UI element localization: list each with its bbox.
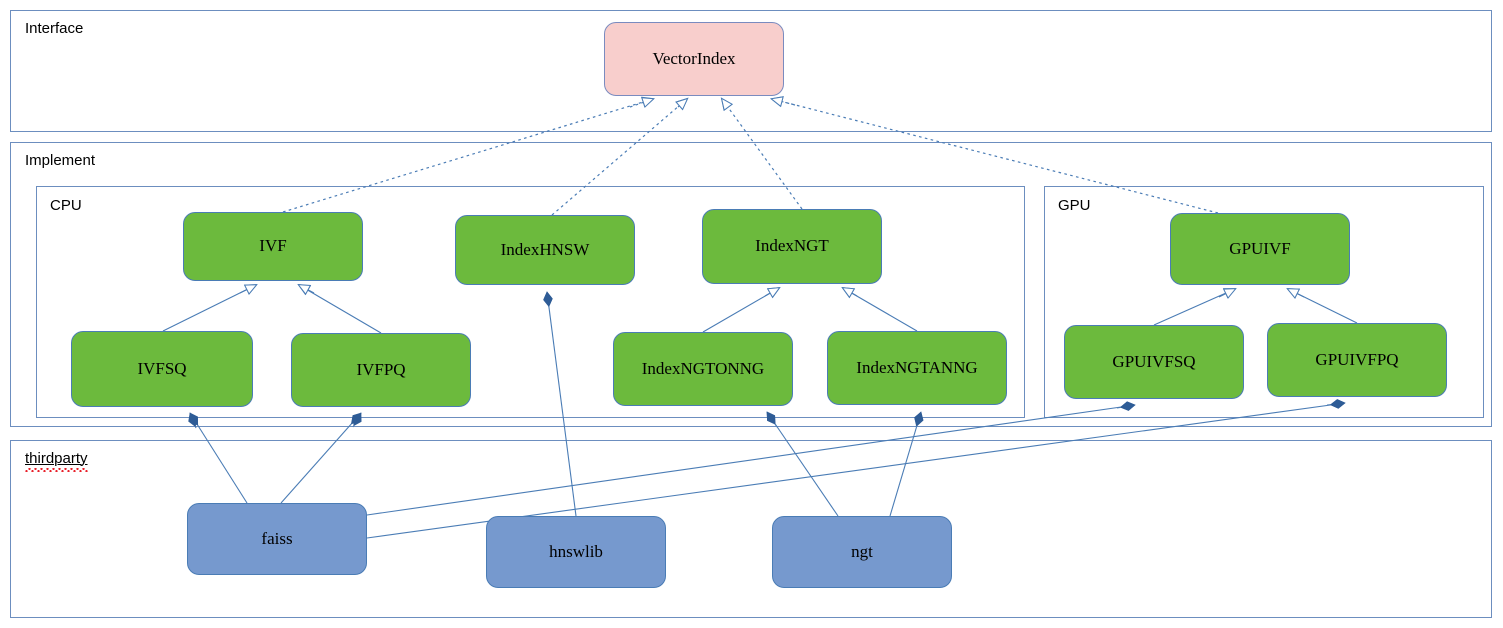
node-vectorindex[interactable]: VectorIndex <box>604 22 784 96</box>
node-label-ivfpq: IVFPQ <box>356 359 406 379</box>
node-label-hnswlib: hnswlib <box>549 541 603 561</box>
node-label-ivfsq: IVFSQ <box>137 358 187 378</box>
node-gpuivfsq[interactable]: GPUIVFSQ <box>1064 325 1244 399</box>
node-label-gpuivf: GPUIVF <box>1229 238 1291 258</box>
node-label-indexngtonng: IndexNGTONNG <box>641 358 765 378</box>
group-label-gpu: GPU <box>1058 197 1091 214</box>
node-hnswlib[interactable]: hnswlib <box>486 516 666 588</box>
node-label-ivf: IVF <box>259 236 287 256</box>
node-gpuivfpq[interactable]: GPUIVFPQ <box>1267 323 1447 397</box>
node-indexngtanng[interactable]: IndexNGTANNG <box>827 331 1007 405</box>
node-indexngt[interactable]: IndexNGT <box>702 209 882 284</box>
node-indexngtonng[interactable]: IndexNGTONNG <box>613 332 793 406</box>
node-indexhnsw[interactable]: IndexHNSW <box>455 215 635 285</box>
node-label-gpuivfsq: GPUIVFSQ <box>1112 351 1196 371</box>
node-label-faiss: faiss <box>261 528 293 548</box>
node-ngt[interactable]: ngt <box>772 516 952 588</box>
node-ivfpq[interactable]: IVFPQ <box>291 333 471 407</box>
group-label-implement: Implement <box>25 152 96 169</box>
node-label-indexngtanng: IndexNGTANNG <box>856 357 978 377</box>
node-label-indexhnsw: IndexHNSW <box>500 239 590 259</box>
node-label-vectorindex: VectorIndex <box>652 48 736 68</box>
node-label-gpuivfpq: GPUIVFPQ <box>1315 349 1399 369</box>
group-label-cpu: CPU <box>50 197 82 214</box>
node-ivf[interactable]: IVF <box>183 212 363 281</box>
node-gpuivf[interactable]: GPUIVF <box>1170 213 1350 285</box>
group-label-interface: Interface <box>25 20 84 37</box>
node-faiss[interactable]: faiss <box>187 503 367 575</box>
misspelled-text: thirdparty <box>25 450 88 472</box>
node-label-ngt: ngt <box>851 541 873 561</box>
node-label-indexngt: IndexNGT <box>755 236 829 256</box>
group-label-thirdparty: thirdparty <box>25 450 88 472</box>
node-ivfsq[interactable]: IVFSQ <box>71 331 253 407</box>
